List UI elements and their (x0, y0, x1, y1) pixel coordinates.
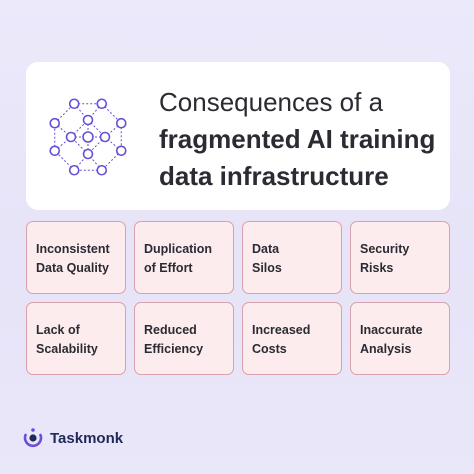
consequence-card-inaccurate-analysis: Inaccurate Analysis (350, 302, 450, 375)
consequence-card-duplication-of-effort: Duplication of Effort (134, 221, 234, 294)
consequence-card-increased-costs: Increased Costs (242, 302, 342, 375)
consequence-card-data-silos: Data Silos (242, 221, 342, 294)
consequence-label: Data Quality (36, 261, 109, 275)
title-line-2: fragmented AI training (159, 124, 436, 154)
consequence-label: Efficiency (144, 342, 204, 356)
consequence-label: Duplication (144, 242, 213, 256)
brand-name: Taskmonk (50, 429, 124, 447)
consequence-grid: Inconsistent Data Quality Duplication of… (26, 221, 450, 376)
title-line-3: data infrastructure (159, 161, 389, 191)
consequence-label: Security (360, 242, 410, 256)
taskmonk-logo-icon (23, 428, 43, 448)
consequence-label: of Effort (144, 261, 193, 275)
consequence-label: Inconsistent (36, 242, 110, 256)
header-card: Consequences of a fragmented AI training… (26, 62, 450, 210)
consequence-card-inconsistent-data-quality: Inconsistent Data Quality (26, 221, 126, 294)
consequence-label: Costs (252, 342, 287, 356)
page-title: Consequences of a fragmented AI training… (159, 84, 444, 195)
consequence-card-lack-of-scalability: Lack of Scalability (26, 302, 126, 375)
consequence-label: Data (252, 242, 280, 256)
consequence-label: Risks (360, 261, 394, 275)
consequence-card-reduced-efficiency: Reduced Efficiency (134, 302, 234, 375)
footer: Taskmonk (22, 427, 123, 449)
consequence-card-security-risks: Security Risks (350, 221, 450, 294)
title-line-1: Consequences of a (159, 87, 384, 117)
consequence-label: Lack of (36, 323, 80, 337)
consequence-label: Scalability (36, 342, 98, 356)
consequence-label: Inaccurate (360, 323, 423, 337)
consequence-label: Analysis (360, 342, 412, 356)
neural-network-icon (49, 98, 127, 176)
consequence-label: Silos (252, 261, 282, 275)
consequence-label: Reduced (144, 323, 197, 337)
consequence-label: Increased (252, 323, 311, 337)
